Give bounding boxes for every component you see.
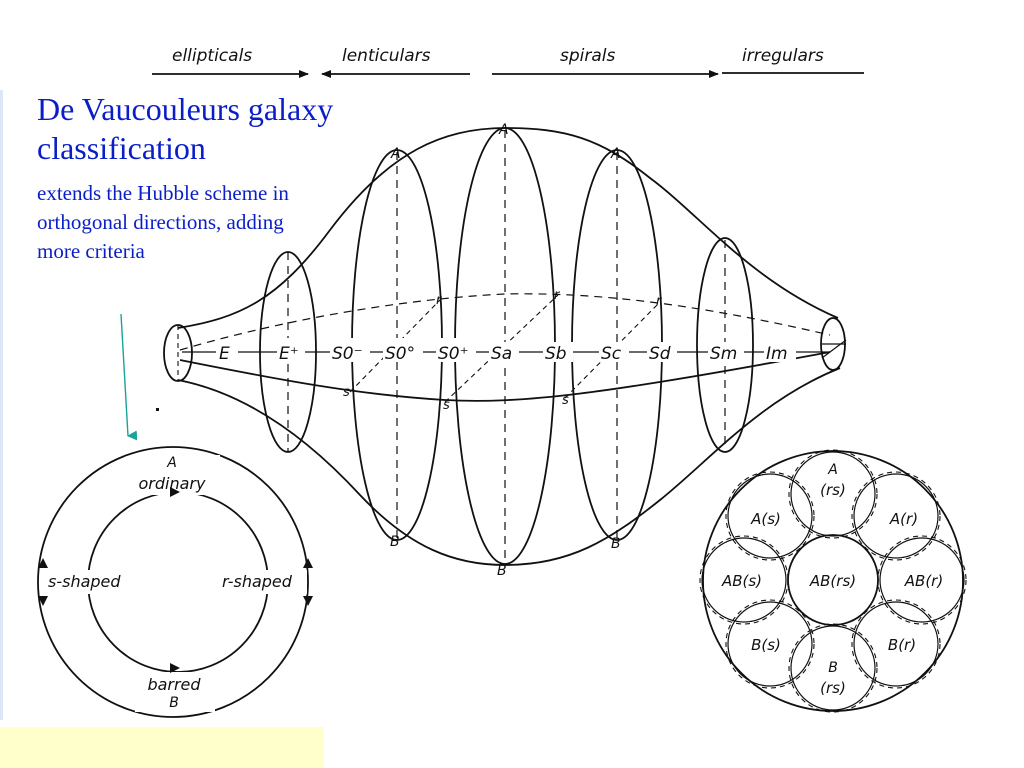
- stage-label-S0-zero: S0°: [385, 344, 415, 364]
- stage-label-Sb: Sb: [545, 344, 567, 364]
- variety-mid-right-label: AB(r): [904, 572, 943, 590]
- family-arrow-top: [170, 487, 180, 497]
- variety-lower-left-circle-dashed: [725, 599, 815, 689]
- family-right-r-shaped: r-shaped: [222, 572, 293, 591]
- slide-title: De Vaucouleurs galaxy classification: [37, 91, 334, 166]
- variety-mid-left-label: AB(s): [721, 572, 762, 590]
- letter-A-center: A: [498, 122, 509, 138]
- variety-upper-right-circle-dashed: [851, 471, 941, 561]
- variety-lower-right-label: B(r): [888, 636, 916, 654]
- letter-s-2: s: [443, 398, 450, 413]
- right-cap-diagonal: [821, 339, 847, 359]
- letter-s-3: s: [562, 393, 569, 408]
- header-irregulars: irregulars: [742, 46, 824, 66]
- letter-B-left: B: [390, 534, 400, 550]
- stage-label-S0-minus: S0⁻: [332, 344, 363, 364]
- family-top-A: A: [166, 455, 177, 471]
- section-letters: A A A B B B r r r s s s: [343, 122, 663, 579]
- family-arrow-bottom: [170, 663, 180, 673]
- left-edge-strip: [0, 90, 3, 720]
- stage-label-Sm: Sm: [710, 344, 737, 364]
- letter-B-right: B: [611, 536, 621, 552]
- ringed-curve: [179, 293, 831, 351]
- letter-B-center: B: [497, 563, 507, 579]
- variety-diagram: A (rs) A(s) A(r) AB(s) AB(rs) AB(r) B(s)…: [699, 449, 967, 713]
- stage-label-Im: Im: [766, 344, 788, 364]
- family-arrow-right-up: [303, 558, 313, 568]
- variety-mid-right-circle-dashed: [877, 535, 967, 625]
- variety-outer-circle: [702, 450, 964, 712]
- volume-lower-outline: [177, 367, 841, 566]
- family-arrow-left-up: [38, 558, 48, 568]
- letter-r-1: r: [436, 293, 443, 308]
- stage-label-Sa: Sa: [491, 344, 512, 364]
- variety-lower-right-circle: [853, 601, 939, 687]
- variety-top-circle-dashed: [788, 449, 878, 539]
- family-diagram: A ordinary s-shaped r-shaped barred B: [37, 446, 313, 718]
- stage-labels: E E⁺ S0⁻ S0° S0⁺ Sa Sb Sc Sd Sm Im: [216, 338, 796, 364]
- variety-bottom-rs: (rs): [820, 679, 846, 697]
- variety-mid-right-circle: [879, 537, 965, 623]
- variety-top-circle: [790, 451, 876, 537]
- letter-r-3: r: [656, 294, 663, 309]
- family-arrow-right-down: [303, 596, 313, 606]
- family-left-s-shaped: s-shaped: [48, 572, 121, 591]
- variety-top-rs: (rs): [820, 481, 846, 499]
- header-categories: ellipticals lenticulars spirals irregula…: [152, 46, 864, 78]
- footer-box: [0, 727, 324, 768]
- slide-subtitle: extends the Hubble scheme in orthogonal …: [37, 181, 289, 263]
- family-bottom-barred: barred: [147, 675, 201, 694]
- variety-top-A: A: [827, 462, 838, 478]
- variety-lower-left-circle: [727, 601, 813, 687]
- header-spirals: spirals: [560, 46, 616, 66]
- variety-upper-right-circle: [853, 473, 939, 559]
- stage-label-Sc: Sc: [601, 344, 622, 364]
- header-ellipticals: ellipticals: [172, 46, 252, 66]
- letter-A-right: A: [610, 146, 621, 162]
- variety-bottom-circle: [790, 625, 876, 711]
- spiral-curve: [179, 351, 831, 402]
- variety-mid-left-circle: [701, 537, 787, 623]
- header-lenticulars: lenticulars: [342, 46, 431, 66]
- variety-upper-left-label: A(s): [750, 510, 781, 528]
- variety-upper-right-label: A(r): [889, 510, 918, 528]
- variety-bottom-circle-dashed: [788, 623, 878, 713]
- volume-upper-outline: [177, 127, 839, 329]
- variety-center-label: AB(rs): [809, 572, 856, 590]
- stage-label-S0-plus: S0⁺: [438, 344, 469, 364]
- letter-s-1: s: [343, 385, 350, 400]
- variety-lower-right-circle-dashed: [851, 599, 941, 689]
- variety-upper-left-circle: [727, 473, 813, 559]
- family-outer-circle: [37, 446, 309, 718]
- stage-label-E-plus: E⁺: [279, 344, 299, 364]
- variety-upper-left-circle-dashed: [725, 471, 815, 561]
- letter-r-2: r: [554, 288, 561, 303]
- variety-lower-left-label: B(s): [751, 636, 781, 654]
- connector-2: [444, 294, 559, 403]
- stage-label-E: E: [219, 344, 230, 364]
- stage-label-Sd: Sd: [649, 344, 671, 364]
- family-top-ordinary: ordinary: [139, 474, 206, 493]
- section-Sm: [696, 237, 754, 453]
- variety-bottom-B: B: [828, 660, 838, 676]
- family-arrow-left-down: [38, 596, 48, 606]
- family-bottom-B: B: [169, 695, 179, 711]
- letter-A-left: A: [390, 146, 401, 162]
- stray-dot: [156, 408, 159, 411]
- teal-pointer-arrow: [120, 313, 138, 441]
